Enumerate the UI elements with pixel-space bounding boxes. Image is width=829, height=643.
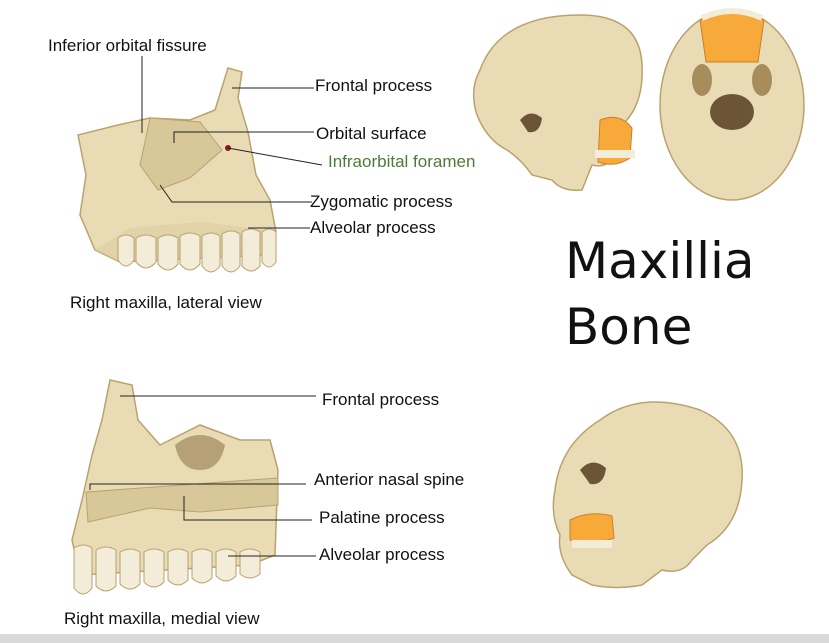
label-zygomatic-process: Zygomatic process xyxy=(310,192,453,211)
label-infraorbital-foramen: Infraorbital foramen xyxy=(328,152,476,171)
label-palatine-process: Palatine process xyxy=(319,508,445,527)
label-frontal-process-lateral: Frontal process xyxy=(315,76,433,95)
label-anterior-nasal-spine: Anterior nasal spine xyxy=(314,470,465,489)
label-orbital-surface: Orbital surface xyxy=(316,124,427,143)
skull-lateral-bottom-illustration xyxy=(552,401,743,589)
label-alveolar-process-medial: Alveolar process xyxy=(319,545,445,564)
maxilla-medial-illustration xyxy=(71,379,279,595)
lateral-leader-lines xyxy=(141,56,323,229)
caption-medial-view: Right maxilla, medial view xyxy=(64,609,260,628)
skull-inferior-illustration xyxy=(659,8,805,201)
caption-lateral-view: Right maxilla, lateral view xyxy=(70,293,262,312)
label-inferior-orbital-fissure: Inferior orbital fissure xyxy=(48,36,207,55)
title-line-2: Bone xyxy=(565,298,693,356)
skull-lateral-top-illustration xyxy=(472,14,643,192)
maxilla-lateral-illustration xyxy=(77,67,277,273)
title-line-1: Maxillia xyxy=(565,232,755,290)
bottom-bar xyxy=(0,634,829,643)
label-frontal-process-medial: Frontal process xyxy=(322,390,440,409)
label-alveolar-process-lateral: Alveolar process xyxy=(310,218,436,237)
medial-leader-lines xyxy=(89,395,316,557)
